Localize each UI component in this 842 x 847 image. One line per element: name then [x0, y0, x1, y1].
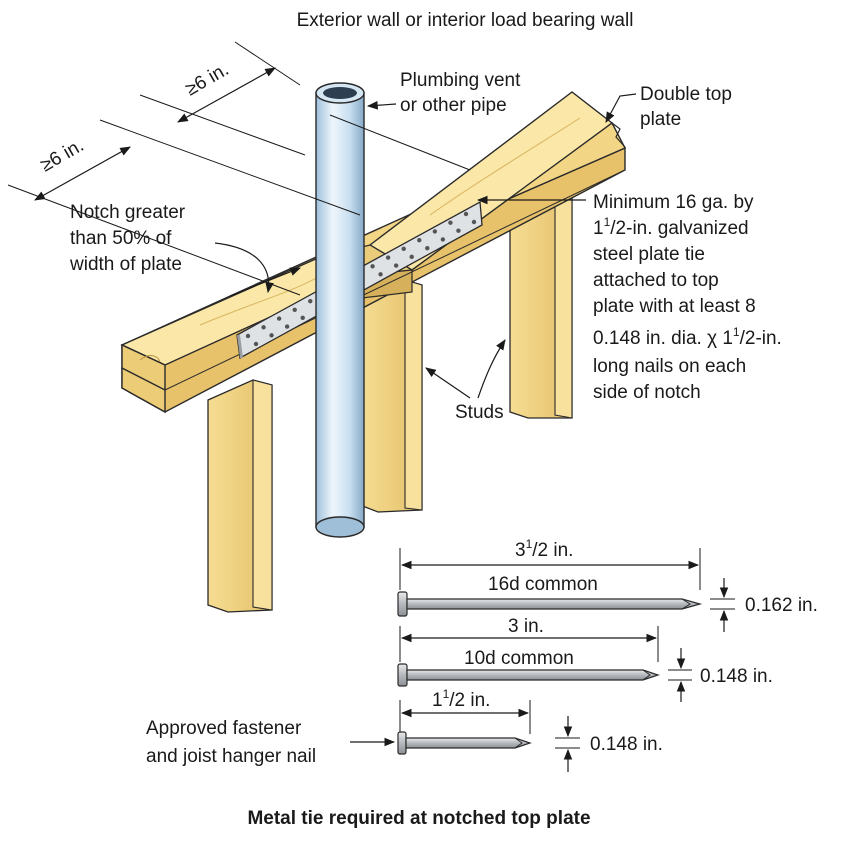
tie-label-7: long nails on each — [593, 356, 746, 377]
plumbing-vent-label-2: or other pipe — [400, 95, 507, 116]
tie-nail-hole — [463, 211, 469, 217]
callout-double-top-plate: Double top plate — [605, 84, 732, 130]
tie-nail-hole — [385, 255, 391, 260]
callout-plumbing-vent: Plumbing vent or other pipe — [366, 70, 521, 116]
tie-nail-hole — [308, 298, 313, 304]
tie-nail-hole — [378, 272, 383, 277]
nail-approved-fastener: 11/2 in. 0.148 in. Approved fastener and… — [146, 687, 663, 772]
tie-label-2: 11/2-in. galvanized — [593, 215, 749, 239]
tie-nail-hole — [276, 316, 282, 321]
nail-approved-diameter: 0.148 in. — [590, 734, 663, 755]
tie-nail-hole — [471, 219, 477, 225]
nail-approved-length: 11/2 in. — [432, 687, 490, 711]
nail-16d-diameter: 0.162 in. — [745, 595, 818, 616]
tie-nail-hole — [284, 324, 290, 329]
tie-nail-hole — [300, 315, 305, 321]
tie-nail-hole — [425, 245, 430, 251]
double-top-label-2: plate — [640, 109, 681, 130]
figure-caption: Metal tie required at notched top plate — [247, 808, 590, 829]
header-text: Exterior wall or interior load bearing w… — [297, 10, 634, 31]
notch-label-1: Notch greater — [70, 202, 186, 223]
nail-10d-length: 3 in. — [508, 616, 544, 637]
tie-nail-hole — [245, 333, 251, 339]
nail-16d-length: 31/2 in. — [515, 537, 573, 561]
dimension-right: ≥6 in. — [139, 41, 306, 156]
tie-nail-hole — [370, 264, 375, 269]
tie-label-1: Minimum 16 ga. by — [593, 192, 754, 213]
tie-label-3: steel plate tie — [593, 244, 705, 265]
studs-label: Studs — [455, 402, 504, 423]
tie-nail-hole — [448, 220, 453, 225]
plumbing-pipe — [315, 82, 365, 538]
notch-label-2: than 50% of — [70, 228, 172, 249]
dimension-right-label: ≥6 in. — [182, 59, 233, 100]
tie-nail-hole — [432, 229, 438, 234]
approved-fastener-label-2: and joist hanger nail — [146, 746, 316, 767]
tie-nail-hole — [393, 263, 399, 268]
tie-nail-hole — [440, 237, 446, 242]
nail-10d-name: 10d common — [464, 648, 574, 669]
nail-16d-name: 16d common — [488, 574, 598, 595]
tie-nail-hole — [261, 325, 266, 330]
nail-10d: 3 in. 10d common 0.148 in. — [397, 616, 773, 702]
tie-nail-hole — [409, 254, 414, 260]
plumbing-vent-label-1: Plumbing vent — [400, 70, 521, 91]
dimension-left-label: ≥6 in. — [37, 135, 88, 176]
stud-front-left — [207, 379, 273, 613]
tie-nail-hole — [401, 246, 406, 252]
tie-nail-hole — [292, 307, 297, 313]
tie-nail-hole — [456, 228, 461, 233]
nail-16d: 31/2 in. 16d common 0.162 in. — [397, 537, 818, 632]
stud-center — [359, 279, 423, 513]
tie-label-4: attached to top — [593, 270, 719, 291]
callout-studs: Studs — [425, 339, 506, 423]
approved-fastener-label-1: Approved fastener — [146, 718, 302, 739]
tie-label-6: 0.148 in. dia. χ 11/2-in. — [593, 325, 782, 349]
tie-label-8: side of notch — [593, 382, 701, 403]
nail-10d-diameter: 0.148 in. — [700, 666, 773, 687]
notch-label-3: width of plate — [69, 254, 182, 275]
double-top-label-1: Double top — [640, 84, 732, 105]
tie-label-5: plate with at least 8 — [593, 296, 756, 317]
tie-nail-hole — [417, 237, 422, 243]
callout-notch: Notch greater than 50% of width of plate — [69, 202, 302, 297]
tie-nail-hole — [269, 333, 274, 338]
callout-steel-tie: Minimum 16 ga. by 11/2-in. galvanized st… — [476, 192, 782, 403]
tie-nail-hole — [253, 341, 259, 347]
stud-back-right — [509, 184, 573, 419]
